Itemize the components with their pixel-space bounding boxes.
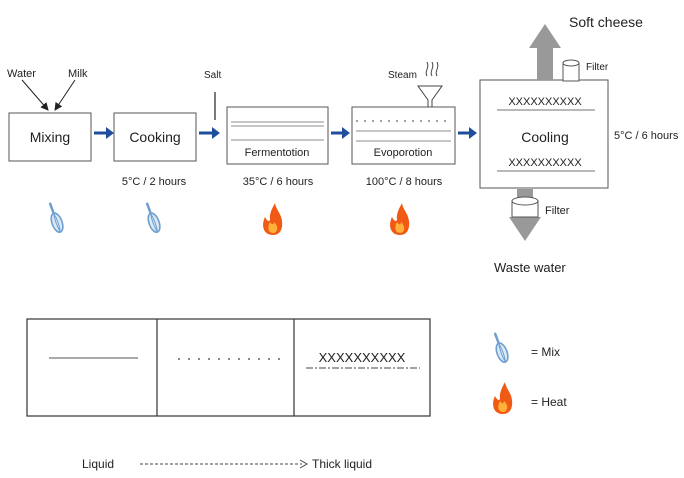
cooking-condition: 5°C / 2 hours: [122, 176, 187, 188]
cooling-mark-bottom: XXXXXXXXXX: [508, 157, 582, 169]
scale-end: Thick liquid: [312, 457, 372, 471]
mixing-box: [8, 112, 92, 162]
cooking-box: [113, 112, 197, 162]
flow-arrow: [458, 127, 477, 139]
funnel-icon: [417, 85, 443, 111]
cooling-condition: 5°C / 6 hours: [614, 130, 679, 142]
cooling-box: [479, 79, 609, 189]
fermentation-label: Fermentotion: [245, 147, 310, 159]
water-label: Water: [7, 68, 36, 80]
flow-arrow: [331, 127, 350, 139]
milk-label: Milk: [68, 68, 88, 80]
waste-water-label: Waste water: [494, 260, 566, 275]
evaporation-condition: 100°C / 8 hours: [366, 176, 443, 188]
fermentation-condition: 35°C / 6 hours: [243, 176, 314, 188]
cooling-label: Cooling: [521, 129, 568, 145]
milk-arrow: [54, 79, 76, 111]
consistency-panel: [26, 318, 431, 417]
legend-mix: = Mix: [531, 345, 560, 359]
filter-icon: [562, 59, 580, 82]
thick-marks: XXXXXXXXXX: [319, 350, 406, 365]
cooking-label: Cooking: [129, 129, 180, 145]
filter-bottom-label: Filter: [545, 205, 570, 217]
whisk-icon: [44, 200, 67, 235]
flame-icon: [493, 382, 513, 414]
scale-arrowhead: [299, 459, 309, 469]
evaporation-label: Evoporotion: [374, 147, 433, 159]
whisk-icon: [141, 200, 164, 235]
filter-icon: [511, 196, 539, 218]
flow-arrow: [199, 127, 220, 139]
evaporation-box: [351, 106, 456, 165]
filter-top-label: Filter: [586, 62, 609, 73]
fermentation-box: [226, 106, 329, 165]
flame-icon: [390, 203, 410, 235]
steam-label: Steam: [388, 70, 417, 81]
water-arrow: [21, 79, 49, 111]
salt-label: Salt: [204, 70, 221, 81]
soft-cheese-label: Soft cheese: [569, 14, 643, 30]
cooling-mark-top: XXXXXXXXXX: [508, 96, 582, 108]
mixing-label: Mixing: [30, 129, 70, 145]
whisk-icon: [489, 330, 512, 365]
legend-heat: = Heat: [531, 395, 567, 409]
soft-cheese-arrow: [529, 24, 561, 80]
flame-icon: [263, 203, 283, 235]
scale-start: Liquid: [82, 457, 114, 471]
steam-icon: [425, 61, 439, 77]
flow-arrow: [94, 127, 114, 139]
